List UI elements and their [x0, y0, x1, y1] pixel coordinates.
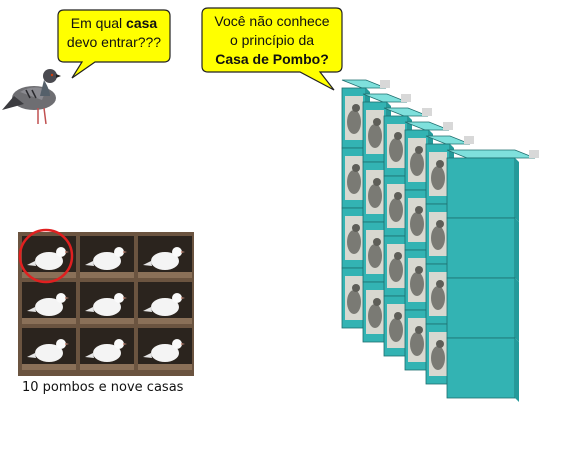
pigeonhole-cell — [80, 282, 134, 324]
left-bubble-line1-text: Em qual — [70, 15, 127, 31]
cube-column — [425, 135, 474, 388]
gray-dove-icon — [429, 152, 447, 196]
gray-dove-icon — [345, 276, 363, 320]
left-bubble-line2-text: devo entrar??? — [66, 34, 162, 50]
cube-cell — [362, 161, 391, 226]
white-dove-icon — [27, 293, 69, 316]
cube-cell — [383, 235, 412, 300]
cube-column — [446, 149, 539, 402]
gray-dove-icon — [366, 290, 384, 334]
white-dove-icon — [27, 339, 69, 362]
photo-caption: 10 pombos e nove casas — [22, 380, 184, 395]
gray-dove-icon — [366, 110, 384, 154]
pigeonhole-cell — [22, 328, 76, 370]
cube-cell — [446, 157, 519, 222]
pigeonhole-cell — [138, 282, 192, 324]
gray-dove-icon — [366, 230, 384, 274]
pigeonhole-photo — [18, 228, 194, 376]
cube-cell — [341, 147, 370, 212]
gray-dove-icon — [408, 258, 426, 302]
cube-cell — [425, 323, 454, 388]
right-bubble-bold-line: Casa de Pombo? — [215, 51, 329, 67]
gray-dove-icon — [408, 318, 426, 362]
gray-dove-icon — [387, 184, 405, 228]
speech-bubble-left — [57, 9, 171, 79]
cube-cell — [362, 281, 391, 346]
cube-cell — [446, 337, 519, 402]
white-dove-icon — [143, 247, 185, 270]
gray-dove-icon — [366, 170, 384, 214]
white-dove-icon — [143, 339, 185, 362]
gray-dove-icon — [345, 96, 363, 140]
gray-dove-icon — [408, 138, 426, 182]
speech-bubble-right — [201, 7, 343, 91]
gray-dove-icon — [429, 332, 447, 376]
cube-cell — [425, 143, 454, 208]
white-dove-icon — [143, 293, 185, 316]
gray-dove-icon — [345, 216, 363, 260]
gray-dove-icon — [345, 156, 363, 200]
gray-dove-icon — [408, 198, 426, 242]
gray-dove-icon — [429, 212, 447, 256]
cube-cell — [446, 217, 519, 282]
highlight-circle — [18, 228, 74, 284]
gray-pigeon-image — [2, 69, 61, 125]
pigeonhole-cell — [22, 282, 76, 324]
white-dove-icon — [85, 339, 127, 362]
cube-cell — [446, 277, 519, 342]
pigeonhole-cell — [80, 328, 134, 370]
gray-dove-icon — [387, 304, 405, 348]
gray-dove-icon — [429, 272, 447, 316]
right-bubble-line2-text: o princípio da — [229, 32, 315, 48]
right-bubble-text: Você não conhece o princípio da Casa de … — [204, 12, 340, 69]
gray-dove-icon — [387, 244, 405, 288]
cube-column — [404, 121, 453, 374]
cube-cell — [404, 189, 433, 254]
pigeonhole-cell — [138, 328, 192, 370]
pigeonhole-cell — [138, 236, 192, 278]
pigeonhole-cube-stack — [341, 79, 539, 402]
cube-cell — [383, 115, 412, 180]
pigeonhole-cell — [80, 236, 134, 278]
white-dove-icon — [85, 293, 127, 316]
cube-cell — [404, 129, 433, 194]
right-bubble-line1-text: Você não conhece — [214, 13, 330, 29]
white-dove-icon — [85, 247, 127, 270]
left-bubble-text: Em qual casa devo entrar??? — [60, 14, 168, 52]
white-dove-icon — [27, 247, 69, 270]
gray-dove-icon — [387, 124, 405, 168]
left-bubble-bold-word: casa — [126, 15, 158, 31]
cube-cell — [341, 87, 370, 152]
